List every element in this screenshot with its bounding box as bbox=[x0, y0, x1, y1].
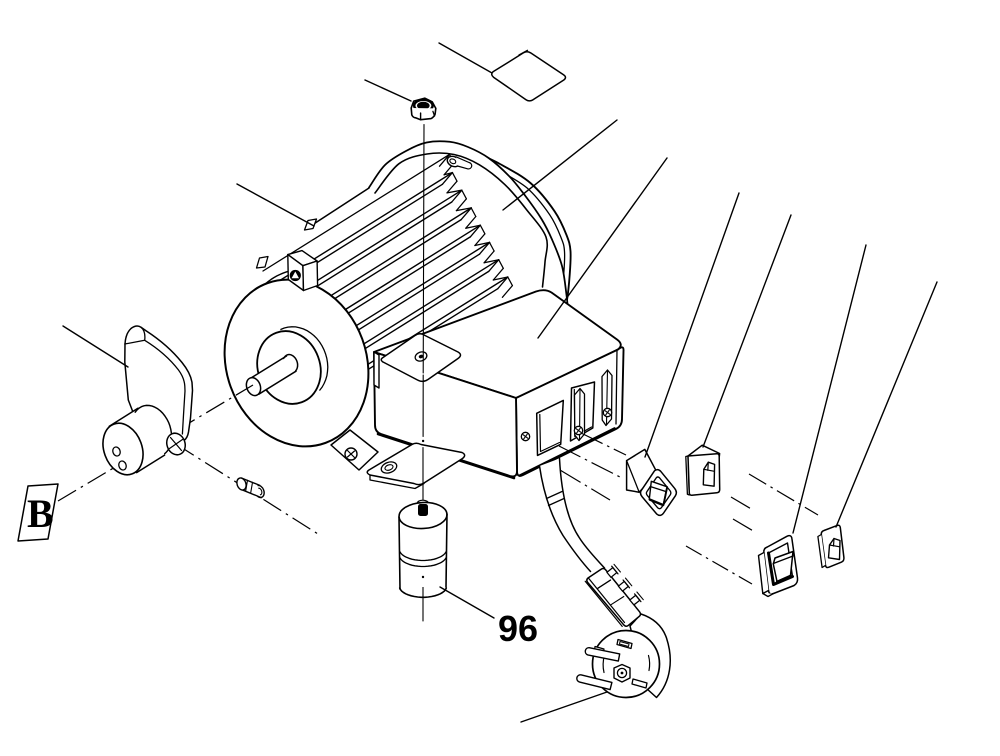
svg-text:B: B bbox=[27, 491, 54, 536]
svg-text:96: 96 bbox=[498, 608, 538, 649]
